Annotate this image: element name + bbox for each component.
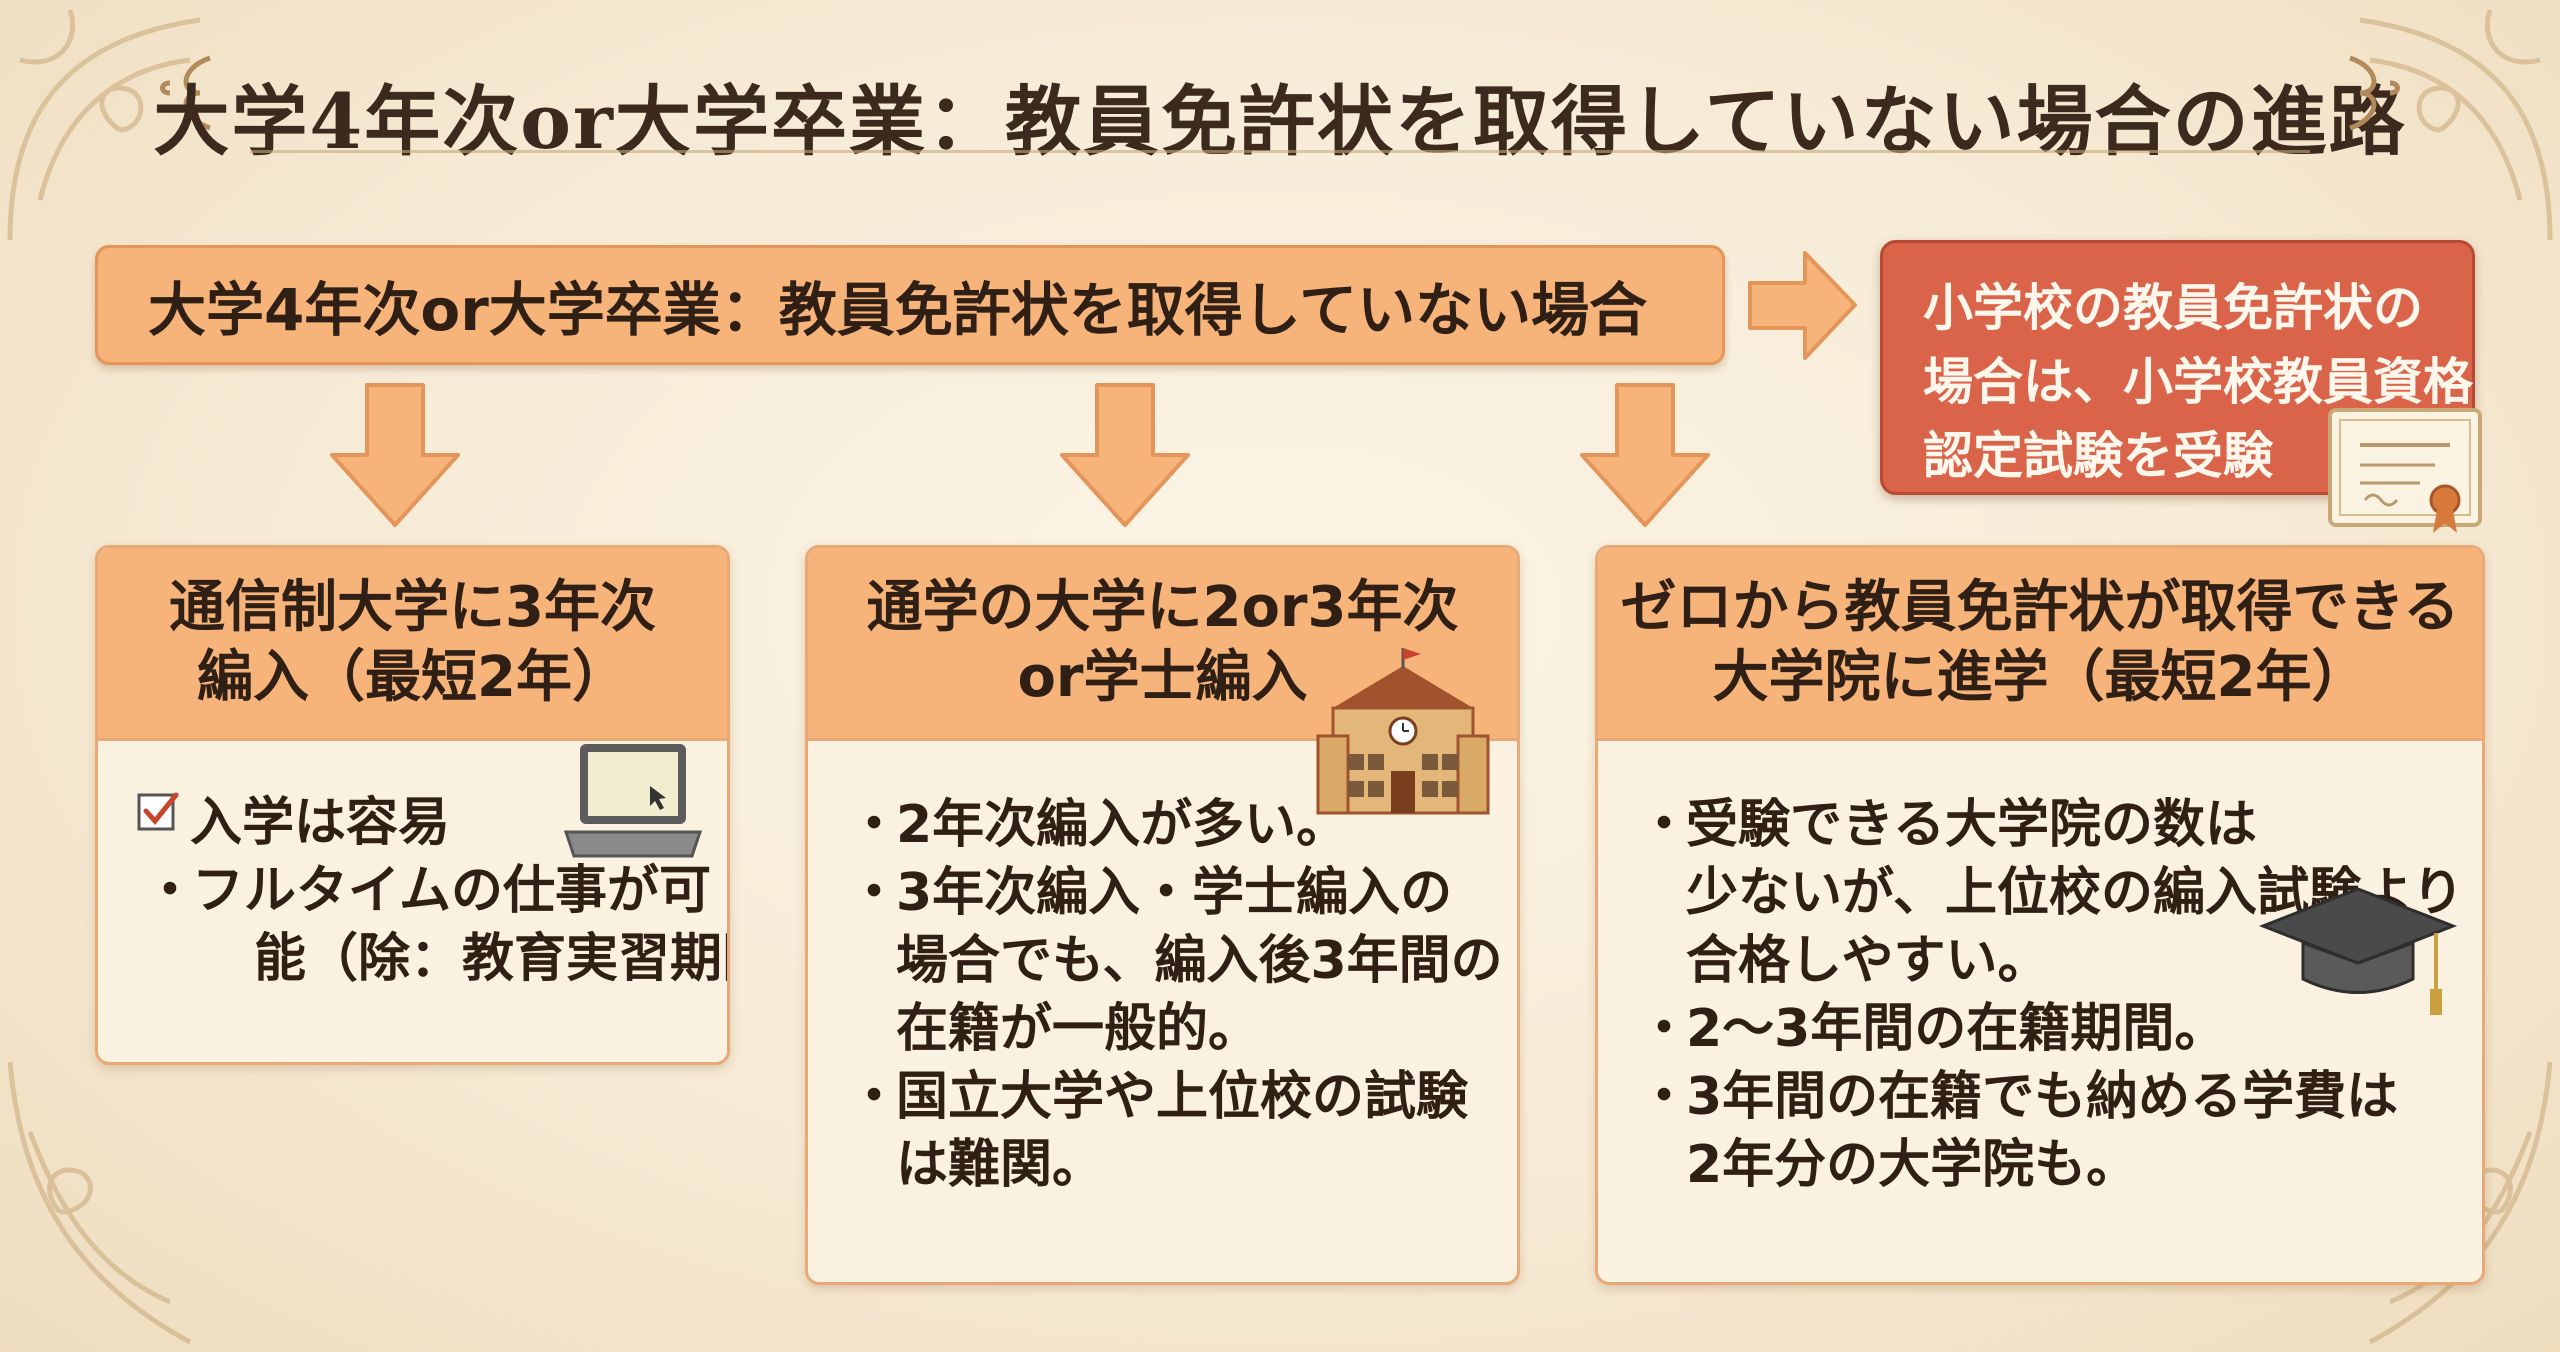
list-item: ・ 2〜3年間の在籍期間。 <box>1638 995 2482 1063</box>
list-item: ・ 2年次編入が多い。 <box>848 791 1517 859</box>
card-title-line-1: 通信制大学に3年次 <box>169 575 656 640</box>
item-text: 能（除：教育実習期間） <box>254 929 727 989</box>
certificate-icon <box>2328 408 2482 533</box>
card-header: 通学の大学に2or3年次 or学士編入 <box>808 548 1517 741</box>
item-text: 2〜3年間の在籍期間。 <box>1686 999 2227 1059</box>
school-building-icon <box>1316 648 1490 815</box>
item-text: 合格しやすい。 <box>1686 931 2050 991</box>
card-title-line-2: 大学院に進学（最短2年） <box>1712 645 2368 710</box>
card-commuting-university: 通学の大学に2or3年次 or学士編入 ・ 2年次編 <box>805 545 1520 1285</box>
condition-text: 大学4年次or大学卒業：教員免許状を取得していない場合 <box>148 276 1648 344</box>
down-arrow-icon <box>1060 383 1190 527</box>
down-arrow-icon <box>330 383 460 527</box>
item-text: 入学は容易 <box>190 793 451 853</box>
item-marker: ・ <box>1638 1067 1691 1127</box>
list-item: 入学は容易 <box>136 789 727 857</box>
card-body: 入学は容易 ・ フルタイムの仕事が可 能（除：教育実習期間） <box>98 741 727 993</box>
condition-box: 大学4年次or大学卒業：教員免許状を取得していない場合 <box>95 245 1725 365</box>
title-flourish-left-icon <box>160 55 211 131</box>
card-title-line-1: 通学の大学に2or3年次 <box>866 575 1459 640</box>
card-title-line-1: ゼロから教員免許状が取得できる <box>1620 575 2460 640</box>
card-body: ・ 2年次編入が多い。 ・ 3年次編入・学士編入の 場合でも、編入後3年間の 在… <box>808 648 1517 1199</box>
right-arrow-icon <box>1748 251 1857 360</box>
item-marker: ・ <box>1638 795 1691 855</box>
card-title-line-2: 編入（最短2年） <box>197 645 628 710</box>
note-line-3: 認定試験を受験 <box>1923 427 2273 485</box>
corner-ornament-top-right <box>2359 9 2553 241</box>
item-text: は難関。 <box>896 1135 1105 1195</box>
corner-ornament-bottom-left <box>7 1061 192 1345</box>
item-text: 場合でも、編入後3年間の <box>896 931 1503 991</box>
card-header: 通信制大学に3年次 編入（最短2年） <box>98 548 727 741</box>
laptop-icon <box>563 744 703 858</box>
page-title: 大学4年次or大学卒業：教員免許状を取得していない場合の進路 <box>153 77 2407 166</box>
graduation-cap-icon <box>2258 887 2458 1015</box>
list-item: ・ 3年間の在籍でも納める学費は 2年分の大学院も。 <box>1638 1063 2482 1199</box>
corner-ornament-top-left <box>7 9 201 241</box>
elementary-certificate-note: 小学校の教員免許状の 場合は、小学校教員資格 認定試験を受験 <box>1880 240 2475 495</box>
down-arrow-icon <box>1580 383 1710 527</box>
list-item: ・ 国立大学や上位校の試験 は難関。 <box>848 1063 1517 1199</box>
item-text: 2年次編入が多い。 <box>896 795 1349 855</box>
item-text: 受験できる大学院の数は <box>1686 795 2257 855</box>
checkbox-checked-icon <box>137 792 179 831</box>
item-text: 在籍が一般的。 <box>896 999 1261 1059</box>
title-flourish-right-icon <box>2349 55 2400 131</box>
list-item: ・ 3年次編入・学士編入の 場合でも、編入後3年間の 在籍が一般的。 <box>848 859 1517 1063</box>
card-header: ゼロから教員免許状が取得できる 大学院に進学（最短2年） <box>1598 548 2482 741</box>
item-text: 3年次編入・学士編入の <box>896 863 1453 923</box>
note-line-2: 場合は、小学校教員資格 <box>1923 353 2473 411</box>
card-graduate-school: ゼロから教員免許状が取得できる 大学院に進学（最短2年） ・ 受験できる大学院の… <box>1595 545 2485 1285</box>
title-banner: 大学4年次or大学卒業：教員免許状を取得していない場合の進路 <box>153 40 2404 190</box>
item-marker: ・ <box>848 863 901 923</box>
item-marker: ・ <box>848 1067 901 1127</box>
note-line-1: 小学校の教員免許状の <box>1923 279 2423 337</box>
item-text: フルタイムの仕事が可 <box>192 861 711 921</box>
card-title-line-2: or学士編入 <box>1017 645 1308 710</box>
item-text: 2年分の大学院も。 <box>1686 1135 2139 1195</box>
item-text: 国立大学や上位校の試験 <box>896 1067 1469 1127</box>
item-text: 3年間の在籍でも納める学費は <box>1686 1067 2399 1127</box>
card-body: ・ 受験できる大学院の数は 少ないが、上位校の編入試験より 合格しやすい。 ・ … <box>1598 741 2482 1199</box>
list-item: ・ フルタイムの仕事が可 能（除：教育実習期間） <box>136 857 727 993</box>
title-underline <box>250 150 2310 153</box>
item-marker: ・ <box>1638 999 1691 1059</box>
item-marker: ・ <box>144 861 197 921</box>
item-marker: ・ <box>848 795 901 855</box>
card-correspondence-university: 通信制大学に3年次 編入（最短2年） 入学は容易 ・ フルタイムの仕事が可 <box>95 545 730 1065</box>
